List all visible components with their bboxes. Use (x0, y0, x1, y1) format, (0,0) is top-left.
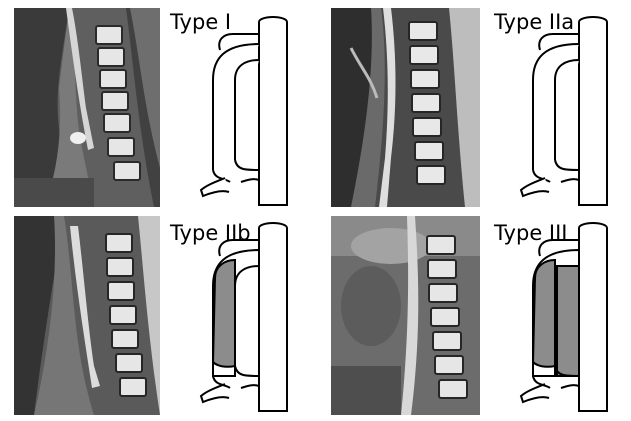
ct-scan-image (331, 8, 480, 207)
ct-scan-image (14, 216, 160, 415)
ct-scan-image (331, 216, 480, 415)
ct-scan-image (14, 8, 160, 207)
vascular-diagram (185, 216, 295, 416)
vascular-diagram (505, 10, 615, 210)
vascular-diagram (505, 216, 615, 416)
vascular-diagram (185, 10, 295, 210)
